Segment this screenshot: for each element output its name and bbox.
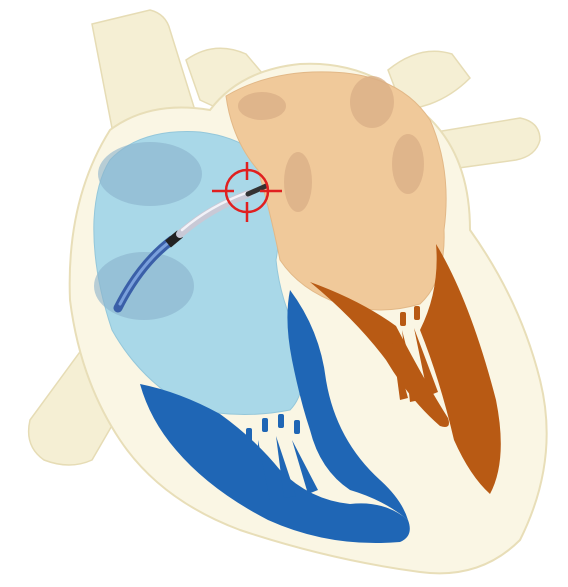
right-chorda-2 bbox=[262, 418, 268, 432]
left-chorda-2 bbox=[414, 306, 420, 320]
left-chorda-3 bbox=[428, 312, 434, 326]
right-chorda-1 bbox=[246, 428, 252, 442]
left-atrium-shadow-1 bbox=[238, 92, 286, 120]
right-chorda-3 bbox=[278, 414, 284, 428]
left-atrium-shadow-4 bbox=[284, 152, 312, 212]
right-chorda-4 bbox=[294, 420, 300, 434]
left-atrium-shadow-3 bbox=[392, 134, 424, 194]
right-atrium-shadow-upper bbox=[98, 142, 202, 206]
left-atrium-shadow-2 bbox=[350, 76, 394, 128]
left-chorda-1 bbox=[400, 312, 406, 326]
